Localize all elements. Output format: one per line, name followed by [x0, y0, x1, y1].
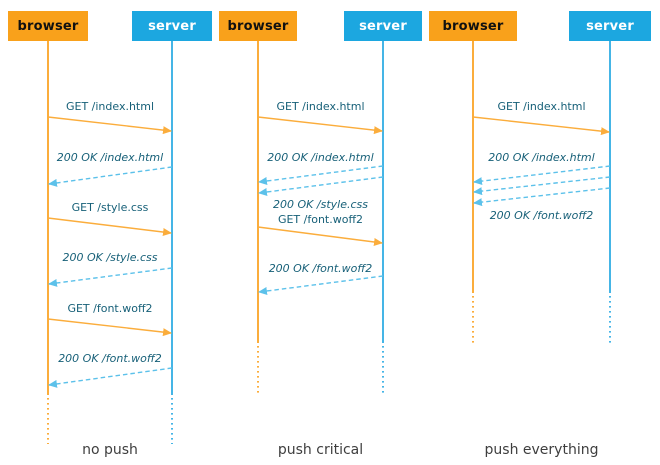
request-label: GET /index.html	[497, 100, 586, 113]
server-label: server	[148, 18, 196, 34]
server-box: server	[132, 11, 212, 41]
response-label: 200 OK /font.woff2	[268, 262, 373, 275]
request-arrow	[257, 226, 383, 246]
response-arrow	[258, 176, 384, 196]
request-label: GET /font.woff2	[277, 213, 364, 226]
response-label: 200 OK /style.css	[273, 198, 368, 211]
response-label: 200 OK /index.html	[267, 151, 374, 164]
request-arrow	[47, 318, 172, 337]
response-arrow	[48, 267, 173, 287]
response-label: 200 OK /font.woff2	[58, 352, 162, 365]
request-label: GET /style.css	[71, 201, 149, 214]
response-arrow	[258, 165, 384, 185]
browser-label: browser	[227, 18, 289, 34]
response-arrow	[48, 166, 173, 187]
request-label: GET /index.html	[65, 100, 155, 113]
browser-label: browser	[17, 18, 79, 34]
response-arrow	[258, 275, 384, 295]
server-label: server	[586, 18, 634, 34]
browser-box: browser	[429, 11, 517, 41]
response-label: 200 OK /index.html	[56, 151, 164, 164]
request-arrow	[47, 116, 172, 135]
server-box: server	[344, 11, 422, 41]
browser-box: browser	[219, 11, 297, 41]
scenario-caption: no push	[82, 442, 138, 458]
response-label: 200 OK /font.woff2	[489, 209, 594, 222]
request-arrow	[472, 116, 610, 136]
request-label: GET /font.woff2	[67, 302, 153, 315]
server-box: server	[569, 11, 651, 41]
response-label: 200 OK /style.css	[62, 251, 158, 264]
request-arrow	[47, 217, 172, 237]
request-arrow	[257, 116, 383, 135]
browser-label: browser	[442, 18, 504, 34]
server-label: server	[359, 18, 407, 34]
scenario-caption: push everything	[484, 442, 599, 458]
response-arrow	[473, 165, 611, 186]
request-label: GET /index.html	[276, 100, 365, 113]
response-arrow	[473, 176, 611, 196]
scenario-caption: push critical	[277, 442, 364, 458]
response-arrow	[48, 367, 173, 388]
browser-box: browser	[8, 11, 88, 41]
response-arrow	[473, 187, 611, 207]
response-label: 200 OK /index.html	[488, 151, 595, 164]
